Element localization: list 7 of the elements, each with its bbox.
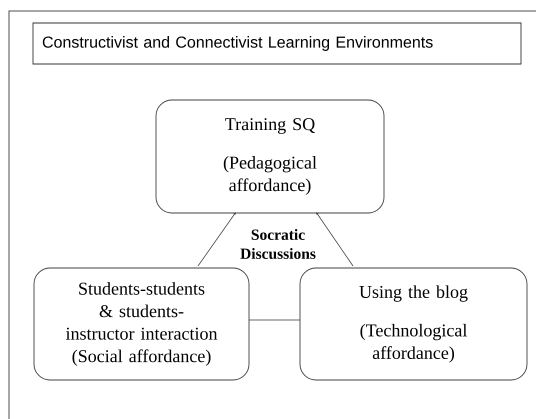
connector [198,212,236,266]
rounded-box: Using the blog (Technological affordance) [300,268,528,380]
annotation-text: Socratic Discussions [240,229,316,259]
rounded-box: Students-students & students-instructor interaction (Social affordance) [34,268,250,380]
title-box: Constructivist and Connectivist Learning Environments [32,22,522,64]
connector [316,212,354,266]
rounded-box: Training SQ (Pedagogical affordance) [156,100,384,214]
